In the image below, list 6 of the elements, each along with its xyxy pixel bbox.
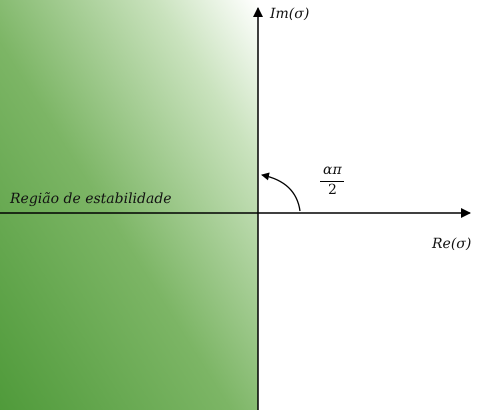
axis-label: Im(σ) (270, 6, 310, 22)
stability-region (0, 0, 258, 410)
axis-label: Re(σ) (432, 236, 472, 252)
fraction-denominator: 2 (328, 182, 337, 198)
fraction-numerator: απ (323, 162, 342, 178)
region-label: Região de estabilidade (10, 191, 172, 207)
